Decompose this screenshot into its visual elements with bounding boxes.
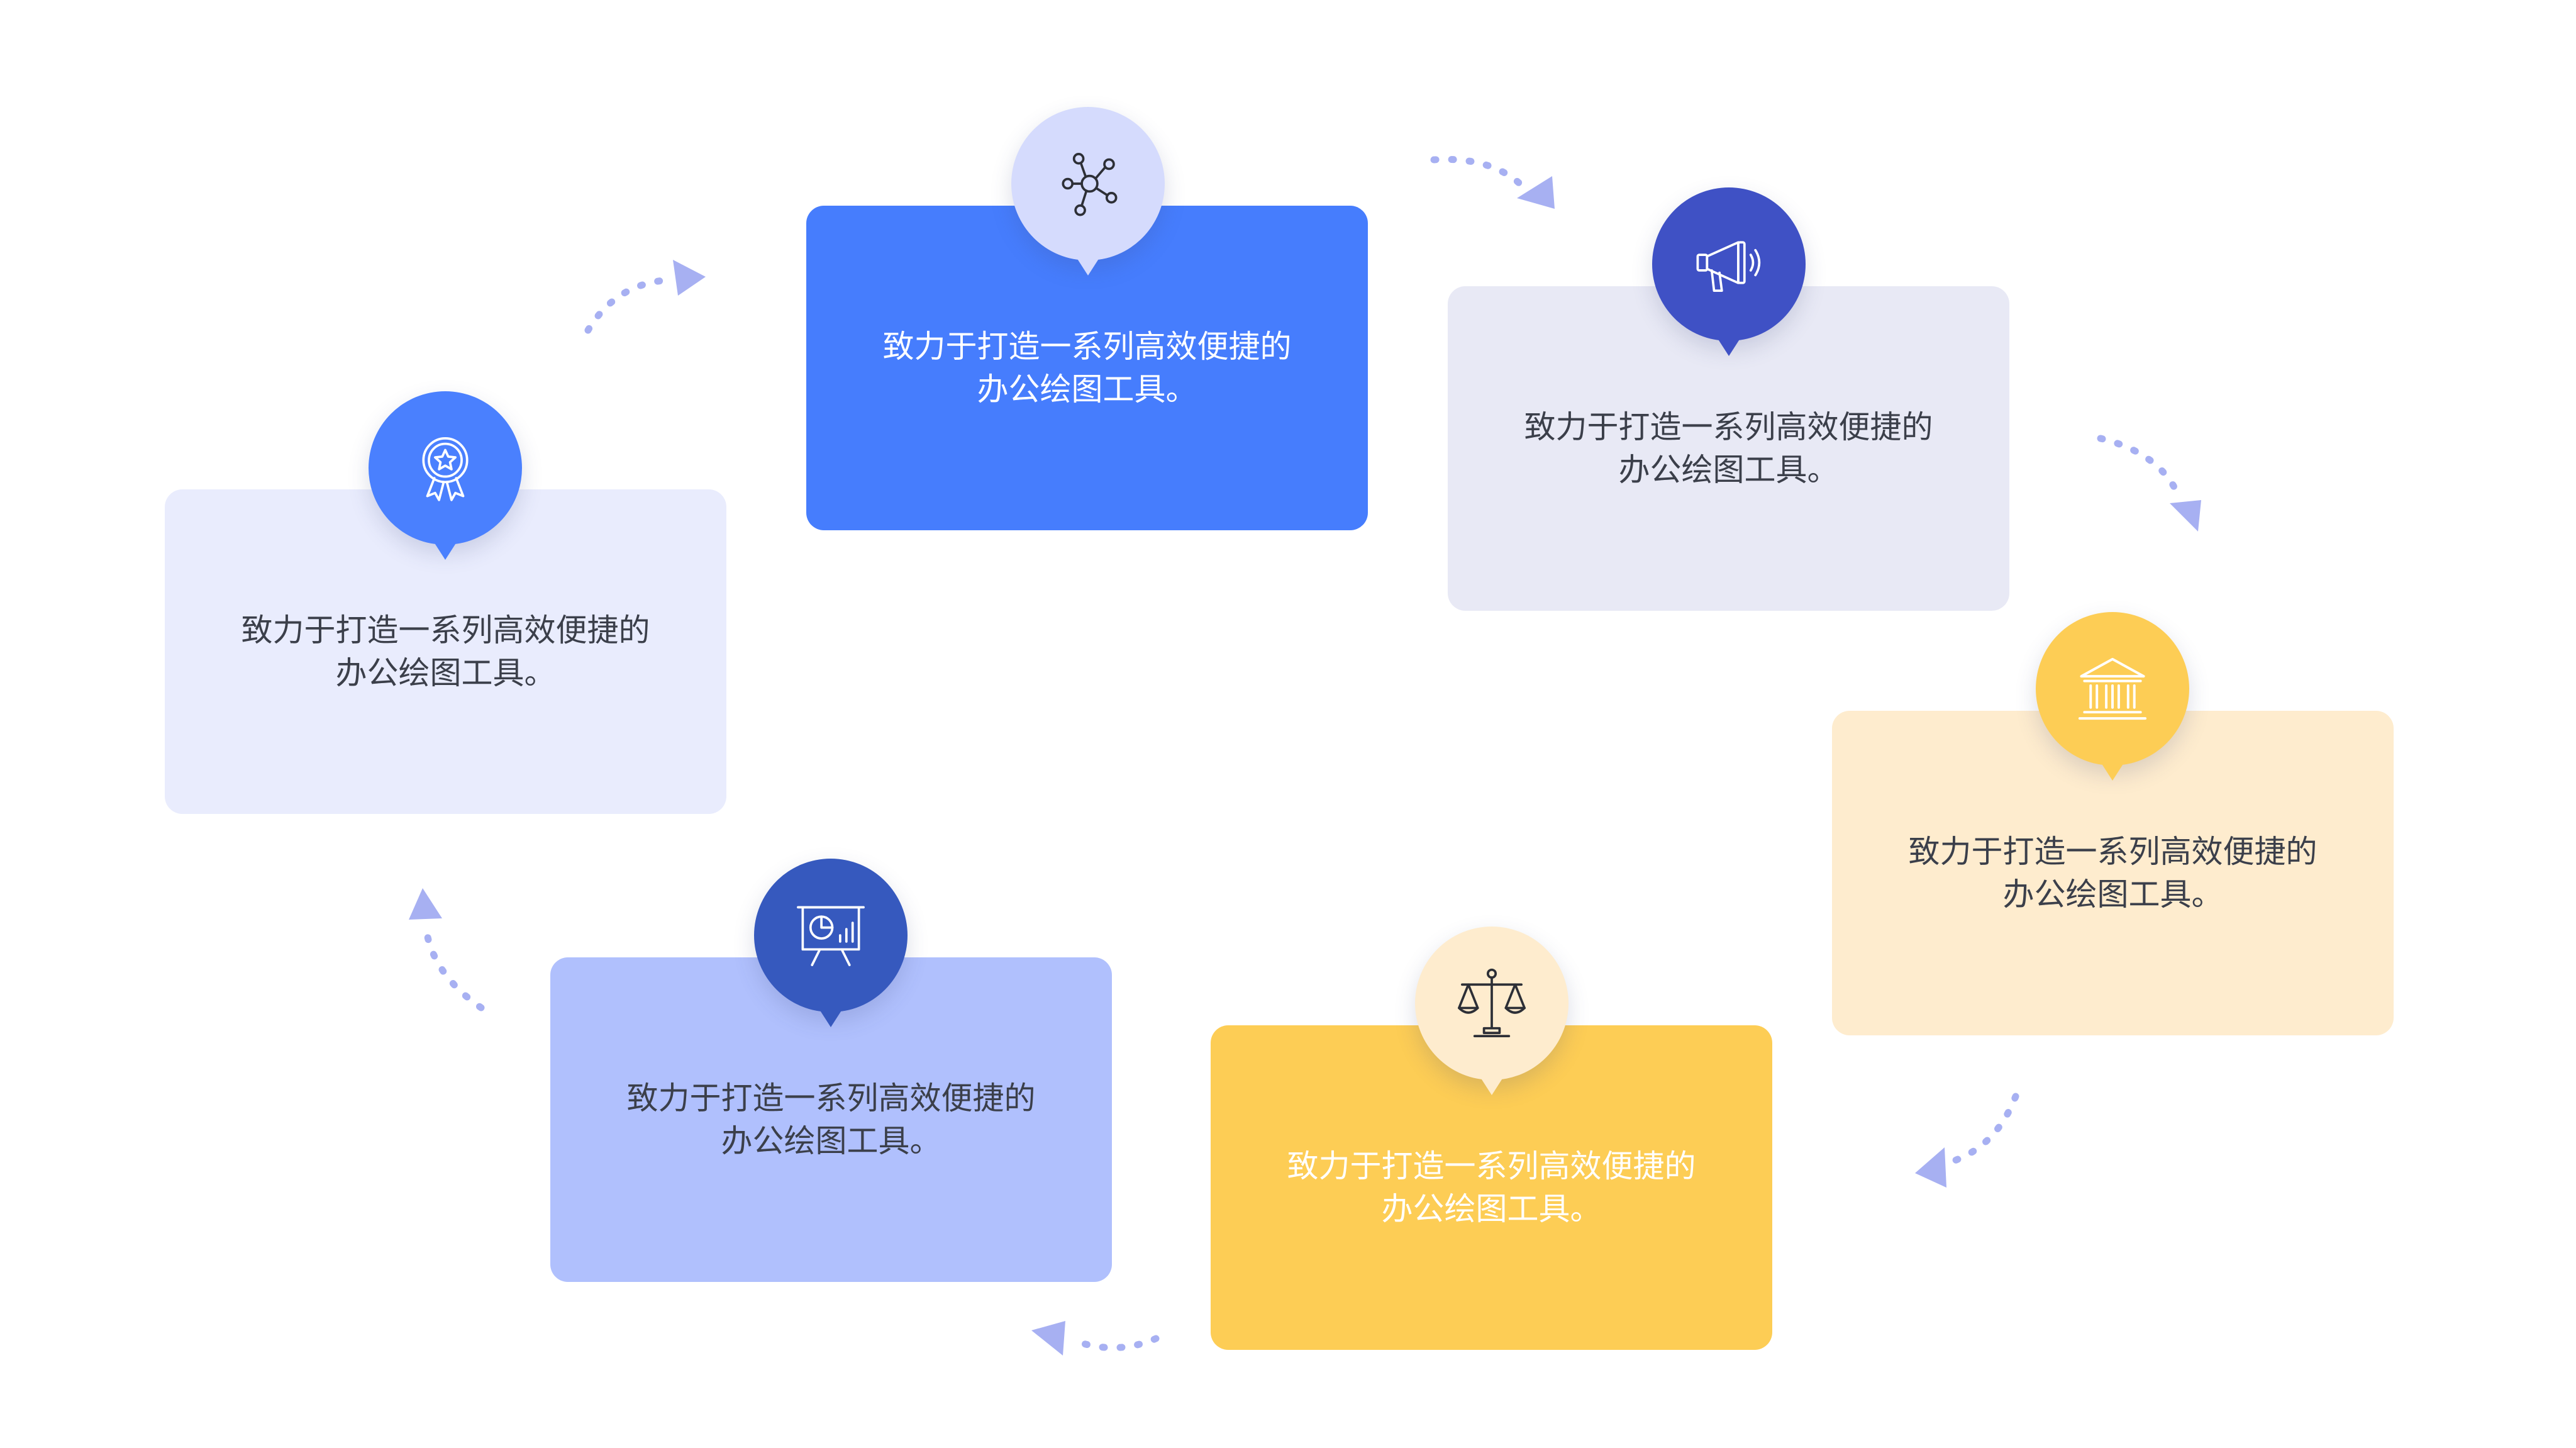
balance-scale-icon <box>1458 968 1526 1037</box>
step-badge-1 <box>369 391 522 560</box>
step-badge-5 <box>1415 927 1568 1095</box>
arrow-6-to-1 <box>409 888 485 1011</box>
arrow-1-to-2 <box>584 260 706 334</box>
megaphone-icon <box>1696 241 1761 292</box>
arrow-2-to-3 <box>1430 155 1555 209</box>
step-badge-2 <box>1011 107 1165 276</box>
bank-building-icon <box>2078 657 2147 720</box>
step-badge-6 <box>754 859 908 1027</box>
award-ribbon-icon <box>422 437 469 501</box>
step-card-2-text: 致力于打造一系列高效便捷的 办公绘图工具。 <box>882 328 1292 408</box>
step-badge-3 <box>1652 187 1806 356</box>
step-card-3-text: 致力于打造一系列高效便捷的 办公绘图工具。 <box>1524 409 1933 488</box>
step-card-6-text: 致力于打造一系列高效便捷的 办公绘图工具。 <box>626 1080 1036 1159</box>
arrow-3-to-4 <box>2097 435 2201 532</box>
presentation-board-icon <box>797 906 865 966</box>
step-card-5-text: 致力于打造一系列高效便捷的 办公绘图工具。 <box>1287 1148 1696 1227</box>
arrow-5-to-6 <box>1031 1321 1160 1356</box>
step-card-4-text: 致力于打造一系列高效便捷的 办公绘图工具。 <box>1908 833 2318 913</box>
arrow-4-to-5 <box>1915 1093 2019 1188</box>
network-hub-icon <box>1062 153 1118 216</box>
step-card-1-text: 致力于打造一系列高效便捷的 办公绘图工具。 <box>241 612 650 691</box>
step-badge-4 <box>2036 612 2189 781</box>
